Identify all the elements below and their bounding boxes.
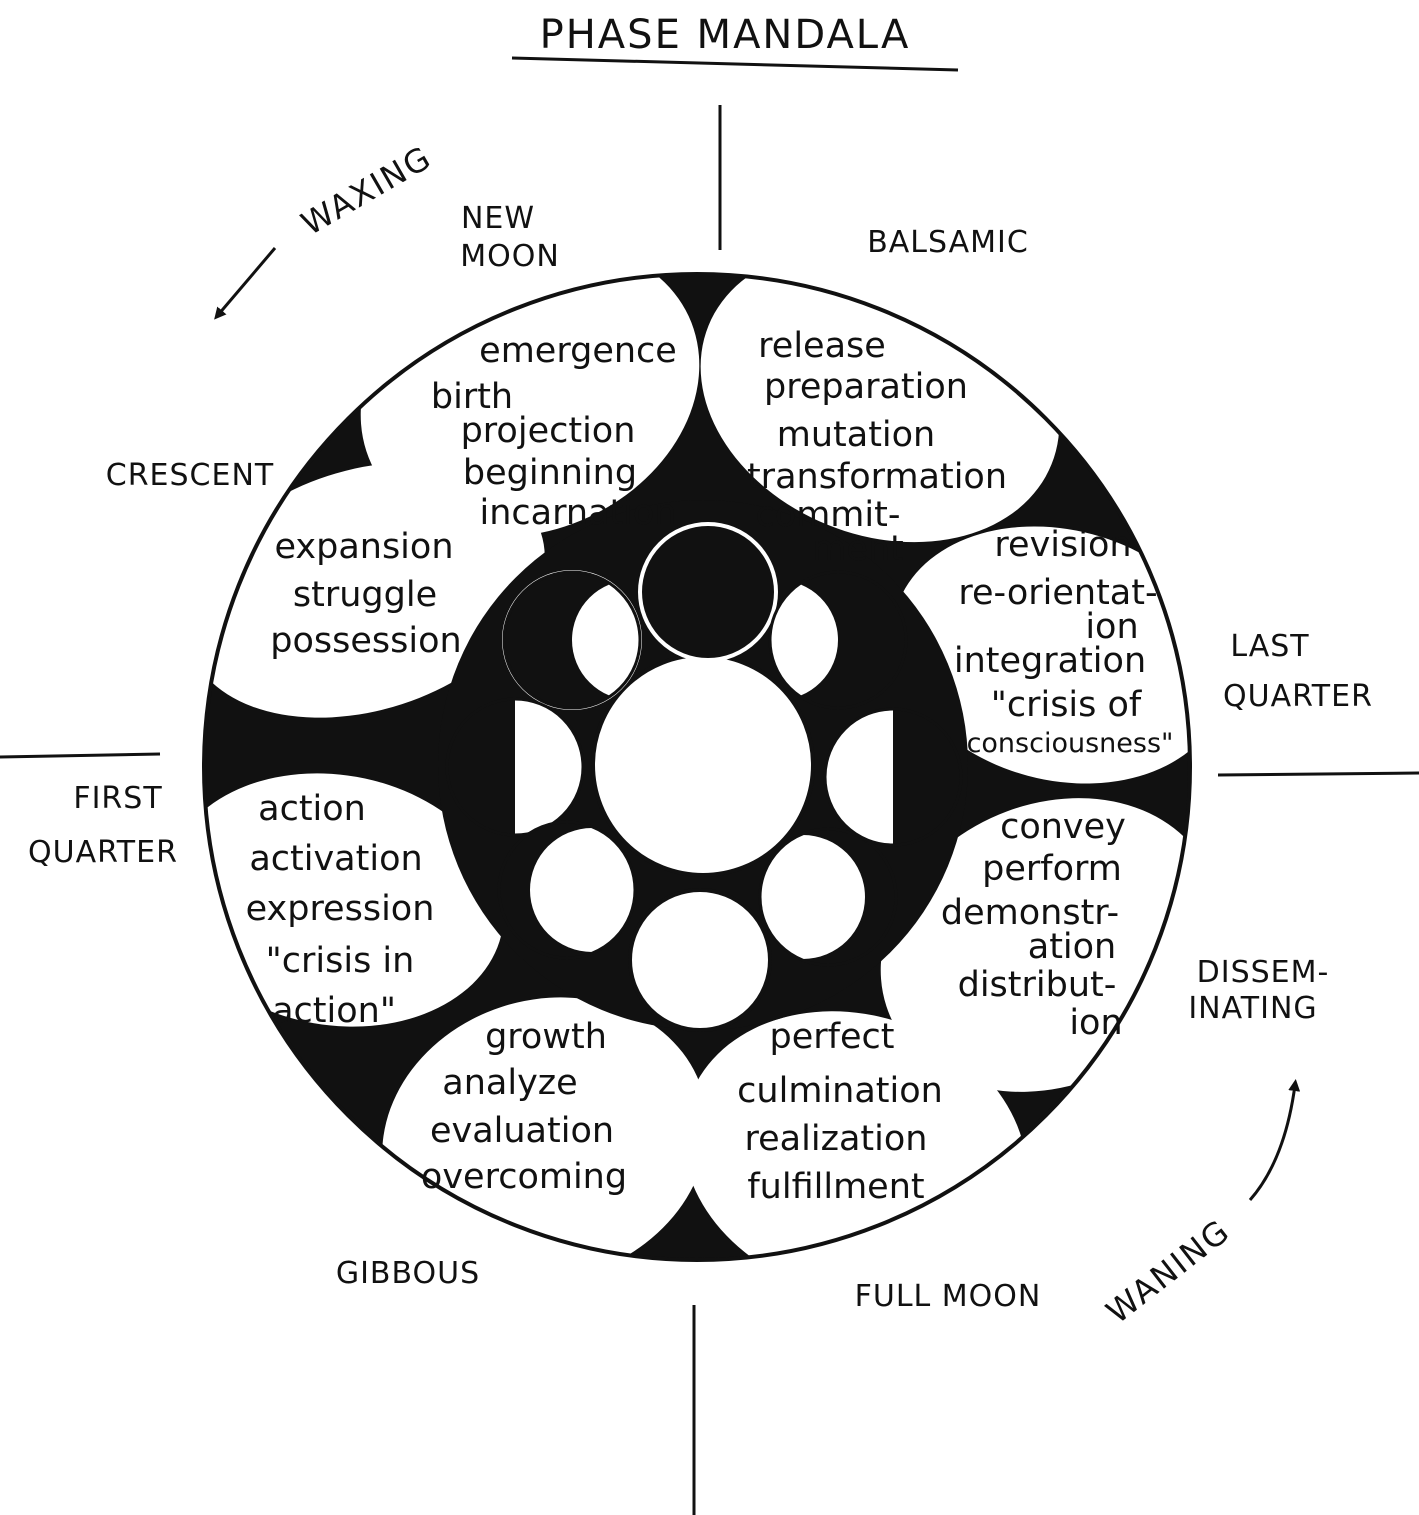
label-full-moon: FULL MOON [855, 1279, 1042, 1314]
keyword: mutation [777, 415, 936, 455]
keywords-balsamic: release preparation mutation transformat… [747, 326, 1007, 569]
moon-disseminating-icon [758, 827, 898, 967]
petal-first-quarter [204, 773, 504, 1027]
mandala-outline [202, 272, 1192, 1262]
keyword: preparation [764, 367, 968, 407]
keyword: integration [954, 641, 1146, 681]
label-first-quarter-2: QUARTER [28, 835, 178, 870]
keyword: action" [272, 991, 396, 1031]
keyword: incarnation [479, 493, 676, 533]
keywords-disseminating: convey perform demonstr- ation distribut… [941, 807, 1126, 1043]
page-title: PHASE MANDALA [540, 12, 911, 58]
keyword: beginning [463, 453, 637, 493]
keyword: expression [246, 889, 435, 929]
keyword: revision [994, 525, 1131, 565]
keywords-crescent: expansion struggle possession [270, 527, 461, 661]
keywords-first-quarter: action activation expression "crisis in … [246, 789, 435, 1031]
keyword: ation [1028, 927, 1117, 967]
label-waxing: WAXING [295, 138, 439, 243]
axis-left [0, 752, 161, 759]
keyword: projection [461, 411, 636, 451]
label-crescent: CRESCENT [106, 458, 274, 493]
waxing-arrow-icon [214, 247, 277, 320]
keyword: re-orientat- [958, 573, 1157, 613]
moon-crescent-icon [502, 570, 642, 710]
moon-gibbous-icon [497, 820, 637, 960]
petal-crescent [204, 462, 545, 718]
keywords-last-quarter: revision re-orientat- ion integration "c… [954, 525, 1174, 759]
label-last-quarter-1: LAST [1230, 629, 1309, 664]
keyword: perform [982, 849, 1122, 889]
keyword: activation [249, 839, 422, 879]
keyword: overcoming [421, 1157, 627, 1197]
keyword: "crisis of [991, 685, 1142, 725]
keyword: distribut- [958, 965, 1117, 1005]
keyword: release [758, 326, 886, 366]
keyword: perfect [770, 1017, 895, 1057]
keyword: demonstr- [941, 893, 1119, 933]
label-disseminating-1: DISSEM- [1197, 955, 1330, 990]
keyword: struggle [293, 575, 437, 615]
keywords-new-moon: emergence birth projection beginning inc… [431, 331, 677, 533]
keyword: realization [745, 1119, 928, 1159]
keyword: culmination [737, 1071, 943, 1111]
keyword: expansion [274, 527, 453, 567]
moon-balsamic-icon [768, 570, 908, 710]
keyword: possession [270, 621, 461, 661]
label-balsamic: BALSAMIC [867, 225, 1029, 260]
label-disseminating-2: INATING [1188, 991, 1317, 1026]
label-new-moon-2: MOON [460, 239, 560, 274]
keyword: emergence [479, 331, 677, 371]
keyword: ion [1085, 607, 1138, 647]
keyword: ment [812, 529, 904, 569]
keyword: convey [1000, 807, 1126, 847]
keyword: transformation [747, 457, 1007, 497]
axis-right [1217, 771, 1419, 777]
waning-arrow-icon [1248, 1079, 1301, 1201]
keyword: birth [431, 377, 513, 417]
keyword: evaluation [430, 1111, 614, 1151]
keyword: ion [1069, 1003, 1122, 1043]
moon-full-icon [628, 888, 772, 1032]
keywords-full-moon: perfect culmination realization fulfillm… [737, 1017, 943, 1207]
keyword: consciousness" [967, 728, 1174, 759]
petal-last-quarter [892, 526, 1190, 784]
keyword: "crisis in [266, 941, 415, 981]
moon-new-icon [638, 522, 778, 662]
label-waning: WANING [1099, 1211, 1237, 1331]
label-last-quarter-2: QUARTER [1223, 679, 1373, 714]
center-circle [591, 653, 815, 877]
label-gibbous: GIBBOUS [336, 1256, 480, 1291]
keyword: growth [485, 1017, 607, 1057]
title-underline [511, 56, 959, 72]
keywords-gibbous: growth analyze evaluation overcoming [421, 1017, 627, 1197]
keyword: commit- [756, 495, 901, 535]
keyword: analyze [442, 1063, 577, 1103]
label-first-quarter-1: FIRST [73, 781, 162, 816]
label-new-moon-1: NEW [461, 201, 535, 236]
keyword: fulfillment [747, 1167, 924, 1207]
keyword: action [258, 789, 366, 829]
